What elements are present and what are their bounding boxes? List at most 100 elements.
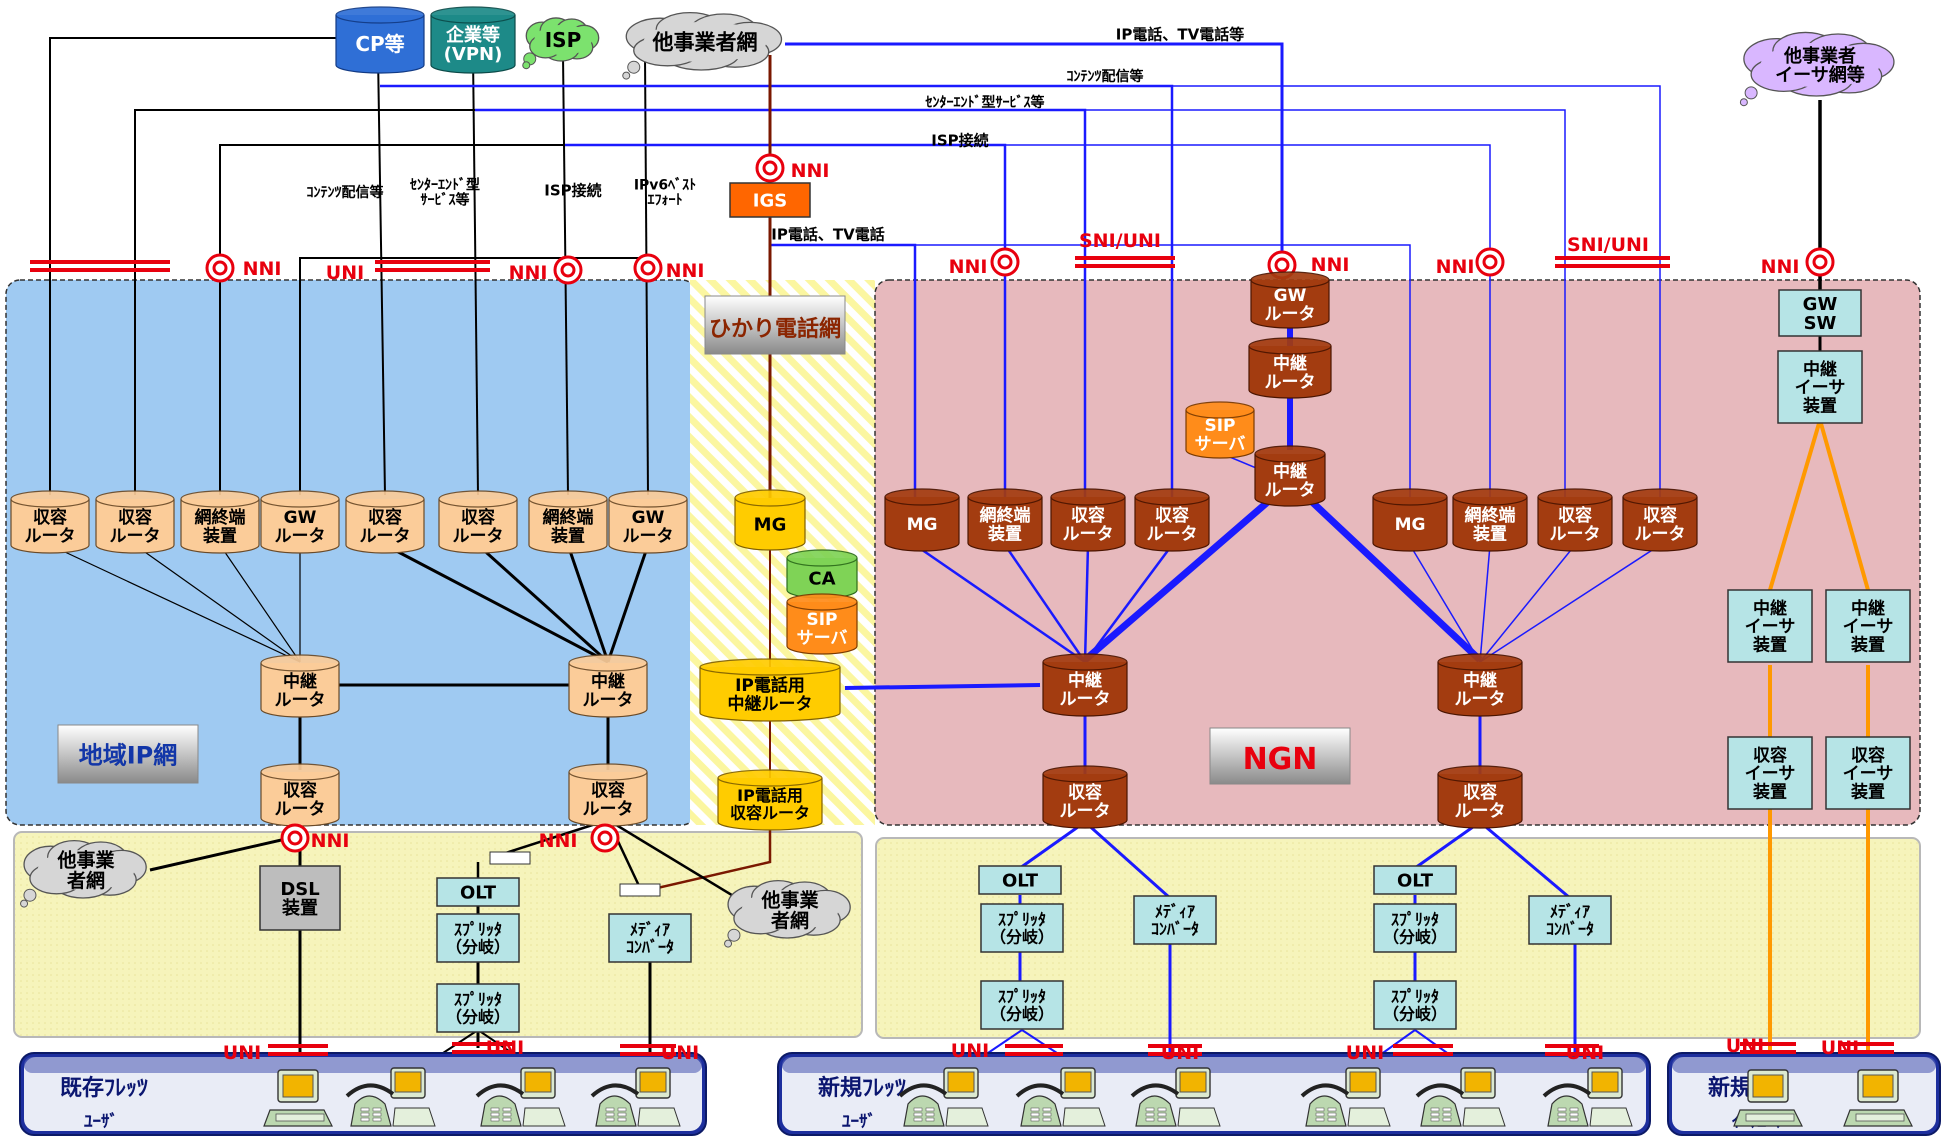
ether-chukei-top[interactable]: 中継イーサ装置 (1777, 350, 1863, 424)
ether-shuyo-right-rect (1825, 736, 1911, 810)
label-left-ipv6: IPv6ﾍﾞｽﾄｴﾌｫｰﾄ (634, 176, 696, 208)
shuyo-router-2[interactable]: 収容ルータ (95, 490, 175, 554)
ngn-shuyo-4[interactable]: 収容ルータ (1622, 488, 1698, 552)
terminal-pc-3[interactable] (1843, 1069, 1913, 1127)
ngn-chukei-left[interactable]: 中継ルータ (1042, 653, 1128, 717)
ip-phone-chukei[interactable]: IP電話用中継ルータ (699, 658, 841, 722)
terminal-phone-6[interactable] (1130, 1067, 1221, 1127)
splitter-ngn-4-rect (1373, 980, 1457, 1030)
ngn-chukei-top[interactable]: 中継ルータ (1248, 337, 1332, 399)
splitter-ngn-3[interactable]: ｽﾌﾟﾘｯﾀ（分岐） (1373, 903, 1457, 953)
terminal-phone-4[interactable] (898, 1067, 989, 1127)
terminal-phone-5[interactable] (1015, 1067, 1106, 1127)
label-content: ｺﾝﾃﾝﾂ配信等 (1067, 68, 1144, 85)
moutan-2-label: 網終端装置 (543, 507, 594, 546)
media-converter-left-label: ﾒﾃﾞｨｱｺﾝﾊﾞｰﾀ (626, 920, 674, 956)
ngn-mg-2[interactable]: MG (1372, 488, 1448, 552)
olt-ngn-2[interactable]: OLT (1373, 865, 1457, 895)
shuyo-router-4-label: 収容ルータ (453, 507, 504, 546)
terminal-phone-3[interactable] (590, 1067, 681, 1127)
moutan-1[interactable]: 網終端装置 (180, 490, 260, 554)
regional-shuyo-6[interactable]: 収容ルータ (568, 763, 648, 827)
olt-ngn-1[interactable]: OLT (978, 865, 1062, 895)
mg-hikari[interactable]: MG (734, 489, 806, 551)
vpn-database[interactable]: 企業等(VPN) (430, 6, 516, 74)
media-converter-ngn-1[interactable]: ﾒﾃﾞｨｱｺﾝﾊﾞｰﾀ (1133, 895, 1217, 945)
ngn-shuyo-right-body (1437, 774, 1523, 829)
isp-cloud[interactable]: ISP (522, 17, 600, 70)
ether-chukei-left[interactable]: 中継イーサ装置 (1727, 589, 1813, 663)
ngn-chukei-right[interactable]: 中継ルータ (1437, 653, 1523, 717)
splitter-ngn-4[interactable]: ｽﾌﾟﾘｯﾀ（分岐） (1373, 980, 1457, 1030)
ngn-shuyo-3[interactable]: 収容ルータ (1537, 488, 1613, 552)
olt-ngn-1-label: OLT (1002, 870, 1039, 891)
olt-left[interactable]: OLT (436, 877, 520, 907)
ether-shuyo-right[interactable]: 収容イーサ装置 (1825, 736, 1911, 810)
terminal-phone-2[interactable] (475, 1067, 566, 1127)
shuyo-router-4-top (438, 490, 518, 508)
media-converter-left[interactable]: ﾒﾃﾞｨｱｺﾝﾊﾞｰﾀ (608, 913, 692, 963)
shuyo-router-4[interactable]: 収容ルータ (438, 490, 518, 554)
regional-chukei-1[interactable]: 中継ルータ (260, 654, 340, 718)
shuyo-router-3[interactable]: 収容ルータ (345, 490, 425, 554)
splitter-left-1-label: ｽﾌﾟﾘｯﾀ（分岐） (446, 920, 510, 956)
regional-ip-area (5, 279, 697, 826)
olt-ngn-2-rect (1373, 865, 1457, 895)
ngn-mg-1[interactable]: MG (884, 488, 960, 552)
ngn-moutan-1[interactable]: 網終端装置 (967, 488, 1043, 552)
moutan-2[interactable]: 網終端装置 (528, 490, 608, 554)
other-carrier-cloud-right[interactable]: 他事業者網 (724, 879, 851, 948)
ngn-chukei-left-top (1042, 653, 1128, 671)
nni-3-label: NNI (666, 260, 705, 282)
connection-lines (49, 37, 1870, 1056)
igs-box[interactable]: IGS (729, 182, 811, 218)
line-vpn-shuyo4 (472, 54, 479, 496)
splitter-left-2[interactable]: ｽﾌﾟﾘｯﾀ（分岐） (436, 983, 520, 1033)
terminal-phone-8[interactable] (1415, 1067, 1506, 1127)
splitter-left-1[interactable]: ｽﾌﾟﾘｯﾀ（分岐） (436, 913, 520, 963)
ngn-shuyo-2[interactable]: 収容ルータ (1134, 488, 1210, 552)
ip-phone-shuyo[interactable]: IP電話用収容ルータ (717, 769, 823, 831)
regional-chukei-2[interactable]: 中継ルータ (568, 654, 648, 718)
terminal-pc-2[interactable] (1733, 1069, 1803, 1127)
other-carrier-cloud[interactable]: 他事業者網 (622, 11, 783, 80)
ngn-shuyo-left[interactable]: 収容ルータ (1042, 765, 1128, 829)
other-carrier-cloud-left[interactable]: 他事業者網 (20, 839, 147, 908)
regional-shuyo-5[interactable]: 収容ルータ (260, 763, 340, 827)
ngn-moutan-2[interactable]: 網終端装置 (1452, 488, 1528, 552)
ether-carrier-cloud[interactable]: 他事業者イーサ網等 (1739, 31, 1895, 107)
splitter-ngn-1[interactable]: ｽﾌﾟﾘｯﾀ（分岐） (980, 903, 1064, 953)
ngn-chukei-mid[interactable]: 中継ルータ (1254, 445, 1326, 507)
shuyo-router-3-label: 収容ルータ (360, 507, 411, 546)
ngn-shuyo-right[interactable]: 収容ルータ (1437, 765, 1523, 829)
ngn-chukei-right-label: 中継ルータ (1455, 670, 1506, 709)
ether-shuyo-left[interactable]: 収容イーサ装置 (1727, 736, 1813, 810)
user-bar-ether-title: 新規 (1708, 1075, 1752, 1101)
label-left-content: ｺﾝﾃﾝﾂ配信等 (307, 184, 384, 201)
splitter-ngn-2[interactable]: ｽﾌﾟﾘｯﾀ（分岐） (980, 980, 1064, 1030)
terminal-phone-1[interactable] (345, 1067, 436, 1127)
ether-shuyo-left-rect (1727, 736, 1813, 810)
ca-server[interactable]: CA (786, 549, 858, 599)
terminal-pc-1[interactable] (263, 1069, 333, 1127)
terminal-phone-7[interactable] (1300, 1067, 1391, 1127)
ngn-shuyo-right-top (1437, 765, 1523, 783)
media-converter-ngn-2-label: ﾒﾃﾞｨｱｺﾝﾊﾞｰﾀ (1546, 902, 1594, 938)
shuyo-router-1[interactable]: 収容ルータ (10, 490, 90, 554)
label-left-isp: ISP接続 (544, 181, 601, 199)
cp-database[interactable]: CP等 (335, 6, 425, 74)
ngn-shuyo-1[interactable]: 収容ルータ (1050, 488, 1126, 552)
ether-chukei-right[interactable]: 中継イーサ装置 (1825, 589, 1911, 663)
terminal-phone-9[interactable] (1542, 1067, 1633, 1127)
nni-2 (553, 255, 583, 285)
media-converter-ngn-2[interactable]: ﾒﾃﾞｨｱｺﾝﾊﾞｰﾀ (1528, 895, 1612, 945)
